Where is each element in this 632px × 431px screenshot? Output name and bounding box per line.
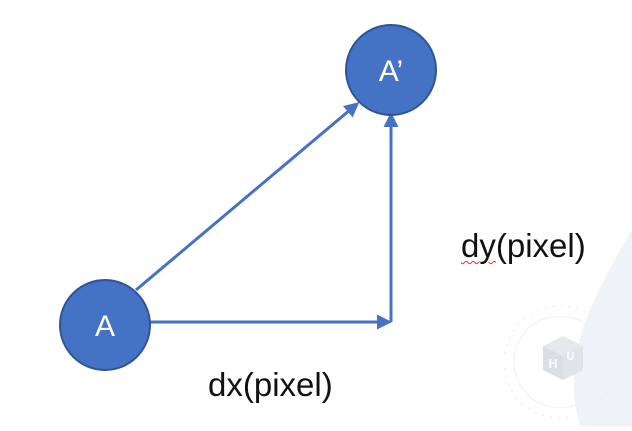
arrow-diagonal [135,102,360,292]
watermark-ring-inner [513,315,607,409]
node-a-circle [59,279,151,371]
watermark-letters: H [548,357,558,371]
dx-label: dx(pixel) [208,366,333,403]
node-a-prime: A’ [345,24,437,116]
watermark-letters-2: U [566,350,575,363]
node-a-prime-label: A’ [379,55,403,88]
node-a-label: A [95,310,115,343]
node-a: A [59,279,151,371]
watermark-swoosh [573,230,632,426]
node-a-prime-circle [345,24,437,116]
dy-label: dy(pixel) [461,229,586,262]
watermark-cube-icon: H U [543,336,583,380]
watermark-logo: H U [503,230,632,426]
dy-label-suffix: (pixel) [495,227,586,264]
dy-label-prefix: dy [461,227,496,264]
watermark-ring [503,305,617,419]
